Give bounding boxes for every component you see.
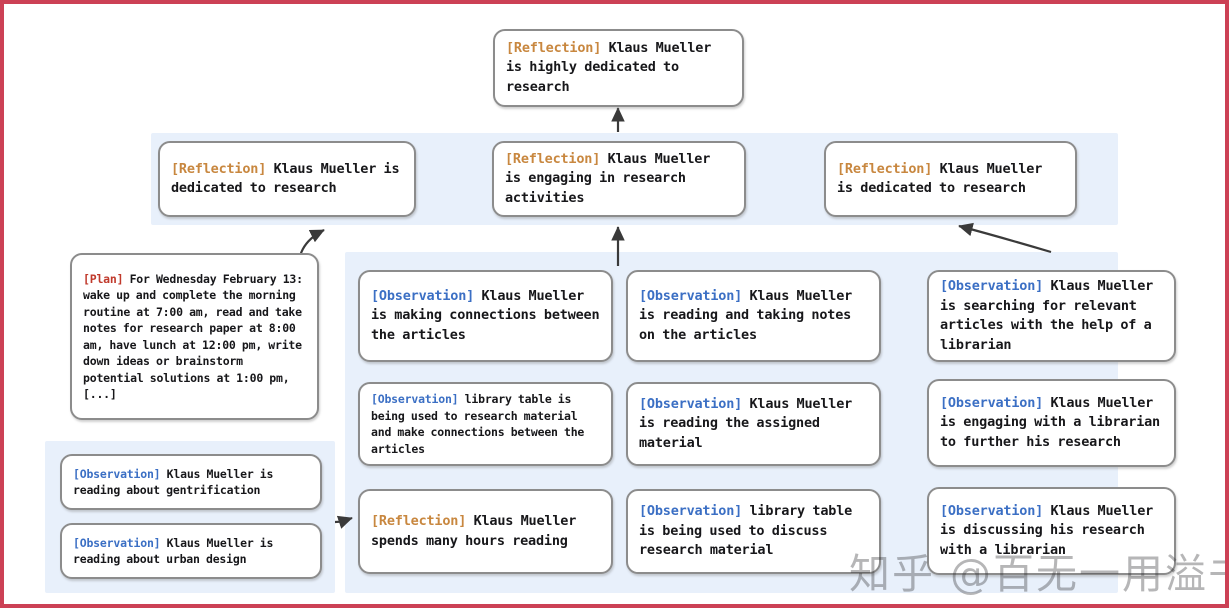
node-text: [Observation] library table is being use… <box>360 391 611 457</box>
node-text: [Reflection] Klaus Mueller is dedicated … <box>826 160 1075 199</box>
node-reflection-right[interactable]: [Reflection] Klaus Mueller is dedicated … <box>824 141 1077 217</box>
node-col3-observation-discussing-research[interactable]: [Observation] Klaus Mueller is discussin… <box>927 487 1176 575</box>
node-body: Klaus Mueller is reading the assigned ma… <box>639 395 853 451</box>
tag-observation: [Observation] <box>73 466 161 481</box>
node-body: library table is being used to research … <box>371 392 585 456</box>
tag-observation: [Observation] <box>940 278 1044 294</box>
node-body: Klaus Mueller is engaging with a librari… <box>940 394 1160 450</box>
node-col1-observation-library-table[interactable]: [Observation] library table is being use… <box>358 382 613 466</box>
node-text: [Plan] For Wednesday February 13: wake u… <box>72 271 317 403</box>
node-root-reflection[interactable]: [Reflection] Klaus Mueller is highly ded… <box>493 29 744 107</box>
node-body: Klaus Mueller is dedicated to research <box>837 160 1043 197</box>
tag-reflection: [Reflection] <box>506 39 602 56</box>
tag-observation: [Observation] <box>639 503 743 520</box>
node-body: Klaus Mueller is highly dedicated to res… <box>506 39 712 95</box>
node-col1-reflection-hours-reading[interactable]: [Reflection] Klaus Mueller spends many h… <box>358 489 613 574</box>
node-col1-observation-connections[interactable]: [Observation] Klaus Mueller is making co… <box>358 270 613 362</box>
node-text: [Observation] Klaus Mueller is reading t… <box>628 395 879 454</box>
node-reflection-left[interactable]: [Reflection] Klaus Mueller is dedicated … <box>158 141 416 217</box>
node-text: [Observation] library table is being use… <box>628 502 879 561</box>
node-observation-urban-design[interactable]: [Observation] Klaus Mueller is reading a… <box>60 523 322 579</box>
node-plan[interactable]: [Plan] For Wednesday February 13: wake u… <box>70 253 319 420</box>
node-col3-observation-engaging-librarian[interactable]: [Observation] Klaus Mueller is engaging … <box>927 379 1176 467</box>
node-observation-gentrification[interactable]: [Observation] Klaus Mueller is reading a… <box>60 454 322 510</box>
node-body: Klaus Mueller is reading about urban des… <box>73 535 274 567</box>
watermark: 知乎 @百无一用溢书生 <box>849 550 1225 598</box>
tag-reflection: [Reflection] <box>171 160 267 177</box>
node-body: Klaus Mueller is reading and taking note… <box>639 287 853 343</box>
node-body: Klaus Mueller is engaging in research ac… <box>505 150 711 206</box>
node-body: Klaus Mueller is making connections betw… <box>371 287 600 343</box>
node-col2-observation-assigned-material[interactable]: [Observation] Klaus Mueller is reading t… <box>626 382 881 466</box>
node-reflection-middle[interactable]: [Reflection] Klaus Mueller is engaging i… <box>492 141 746 217</box>
node-col3-observation-searching-articles[interactable]: [Observation] Klaus Mueller is searching… <box>927 270 1176 362</box>
node-col2-observation-taking-notes[interactable]: [Observation] Klaus Mueller is reading a… <box>626 270 881 362</box>
node-body: For Wednesday February 13: wake up and c… <box>83 271 303 402</box>
tag-observation: [Observation] <box>940 502 1044 519</box>
tag-reflection: [Reflection] <box>837 160 933 177</box>
tag-observation: [Observation] <box>940 394 1044 411</box>
node-text: [Observation] Klaus Mueller is engaging … <box>929 394 1174 453</box>
tag-observation: [Observation] <box>371 287 475 304</box>
node-body: Klaus Mueller spends many hours reading <box>371 513 577 549</box>
node-text: [Reflection] Klaus Mueller is highly ded… <box>495 39 742 98</box>
tag-observation: [Observation] <box>73 535 161 550</box>
node-text: [Observation] Klaus Mueller is reading a… <box>62 466 320 499</box>
node-text: [Reflection] Klaus Mueller spends many h… <box>360 512 611 551</box>
node-body: Klaus Mueller is searching for relevant … <box>940 278 1154 353</box>
tag-observation: [Observation] <box>639 287 743 304</box>
tag-observation: [Observation] <box>371 392 459 406</box>
node-text: [Observation] Klaus Mueller is searching… <box>929 277 1174 355</box>
node-body: library table is being used to discuss r… <box>639 503 853 559</box>
node-text: [Observation] Klaus Mueller is reading a… <box>628 287 879 346</box>
node-body: Klaus Mueller is reading about gentrific… <box>73 466 274 498</box>
node-col2-observation-discuss-material[interactable]: [Observation] library table is being use… <box>626 489 881 574</box>
node-body: Klaus Mueller is discussing his research… <box>940 502 1154 558</box>
tag-reflection: [Reflection] <box>371 513 467 529</box>
node-body: Klaus Mueller is dedicated to research <box>171 160 400 197</box>
tag-reflection: [Reflection] <box>505 150 601 167</box>
node-text: [Observation] Klaus Mueller is reading a… <box>62 535 320 568</box>
node-text: [Observation] Klaus Mueller is discussin… <box>929 502 1174 561</box>
tag-observation: [Observation] <box>639 395 743 412</box>
node-text: [Reflection] Klaus Mueller is engaging i… <box>494 150 744 209</box>
node-text: [Observation] Klaus Mueller is making co… <box>360 287 611 346</box>
tag-plan: [Plan] <box>83 271 124 286</box>
node-text: [Reflection] Klaus Mueller is dedicated … <box>160 160 414 199</box>
